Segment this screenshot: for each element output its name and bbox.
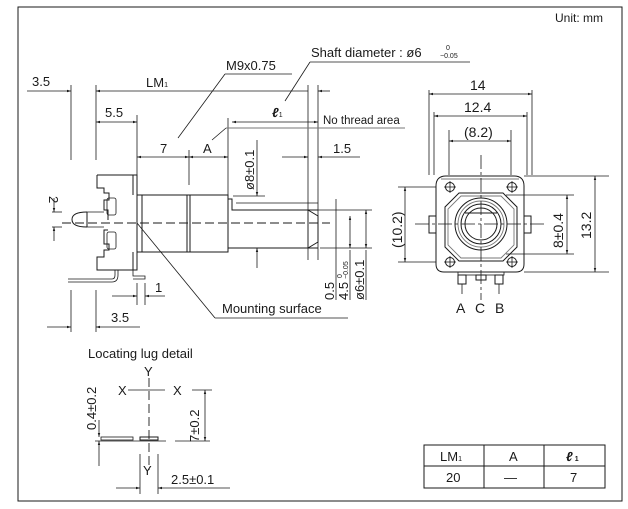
lug-detail: Locating lug detail Y X X 0.4±0.2 7±0.2 …: [84, 346, 230, 494]
dim-phi8: ø8±0.1: [242, 150, 257, 190]
terminal-b: B: [495, 300, 504, 316]
mounting-callout: Mounting surface: [222, 301, 322, 316]
terminal-c: C: [475, 300, 485, 316]
dim-3-5-bottom: 3.5: [111, 310, 129, 325]
dim-1: 1: [155, 280, 162, 295]
dim-7: 7: [160, 141, 167, 156]
dim-1-5: 1.5: [333, 141, 351, 156]
dim-8-04: 8±0.4: [550, 213, 566, 248]
dim-12-4: 12.4: [464, 99, 491, 115]
body-housing: [136, 194, 229, 253]
lug-axis-x-right: X: [173, 383, 182, 398]
front-body: [435, 175, 525, 273]
lug-dim-0-4: 0.4±0.2: [84, 387, 99, 430]
unit-label: Unit: mm: [555, 11, 603, 25]
table-cell-lm1: 20: [446, 470, 460, 485]
lug-axis-y-bottom: Y: [143, 463, 152, 478]
side-view: 3.5 LM1 5.5 7 A M9x0.75 ℓ1 Shaft diamete…: [27, 45, 470, 332]
dim-4-5-tol-lower: −0.05: [343, 261, 350, 279]
dim-2: 2: [46, 196, 61, 203]
dim-3-5-top: 3.5: [32, 74, 50, 89]
table-header-a: A: [509, 449, 518, 464]
dim-4-5: 4.5: [336, 282, 351, 300]
lug-dim-2-5: 2.5±0.1: [171, 472, 214, 487]
thread-callout: M9x0.75: [226, 58, 276, 73]
lug-dim-7: 7±0.2: [187, 410, 202, 442]
dim-0-5: 0.5: [322, 282, 337, 300]
dim-4-5-tol-upper: 0: [337, 274, 344, 278]
dim-lm1: LM1: [146, 75, 168, 90]
shaft-tol-upper: 0: [446, 45, 450, 52]
lug-detail-title: Locating lug detail: [88, 346, 193, 361]
lug-axis-x-left: X: [118, 383, 127, 398]
dim-5-5: 5.5: [105, 105, 123, 120]
dim-8-2: (8.2): [464, 124, 493, 140]
shaft-callout: Shaft diameter : ø6: [311, 45, 422, 60]
table-cell-a: —: [504, 470, 517, 485]
dim-14: 14: [470, 77, 486, 93]
dim-l1: ℓ1: [272, 105, 283, 120]
drawing-border: [17, 6, 623, 502]
front-view: 14 12.4 (8.2): [389, 77, 609, 316]
table-cell-l1: 7: [570, 470, 577, 485]
dim-a: A: [203, 141, 212, 156]
terminal-a: A: [456, 300, 466, 316]
mounting-holes: [444, 181, 518, 268]
table-header-lm1: LM1: [440, 449, 462, 464]
dim-phi6: ø6±0.1: [352, 260, 367, 300]
lug-axis-y-top: Y: [144, 364, 153, 379]
dim-13-2: 13.2: [578, 212, 594, 239]
shaft-tol-lower: −0.05: [440, 53, 458, 60]
dim-10-2: (10.2): [389, 211, 405, 248]
no-thread-callout: No thread area: [323, 115, 400, 127]
